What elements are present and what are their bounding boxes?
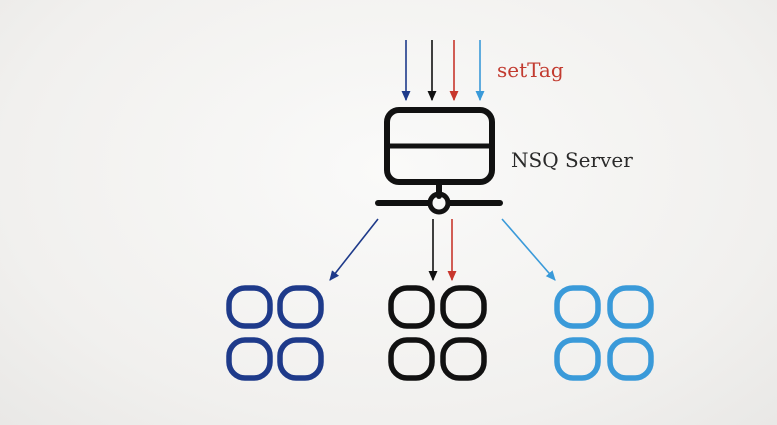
consumer-node (607, 337, 654, 381)
consumer-node (388, 285, 435, 329)
server-label: NSQ Server (511, 148, 633, 172)
consumer-node (277, 285, 324, 329)
consumer-group-light-blue (554, 285, 654, 381)
consumer-node (607, 285, 654, 329)
consumer-group-black (388, 285, 487, 381)
consumer-group-dark-blue (226, 285, 324, 381)
consumer-node (226, 337, 273, 381)
outgoing-arrow-light-blue (501, 218, 556, 281)
consumer-node (388, 337, 435, 381)
consumer-node (554, 285, 601, 329)
server-icon (375, 107, 503, 215)
settag-label: setTag (497, 58, 564, 82)
consumer-node (440, 337, 487, 381)
consumer-node (440, 285, 487, 329)
consumer-node (277, 337, 324, 381)
consumer-node (226, 285, 273, 329)
consumer-node (554, 337, 601, 381)
outgoing-arrow-dark-blue (329, 218, 379, 281)
